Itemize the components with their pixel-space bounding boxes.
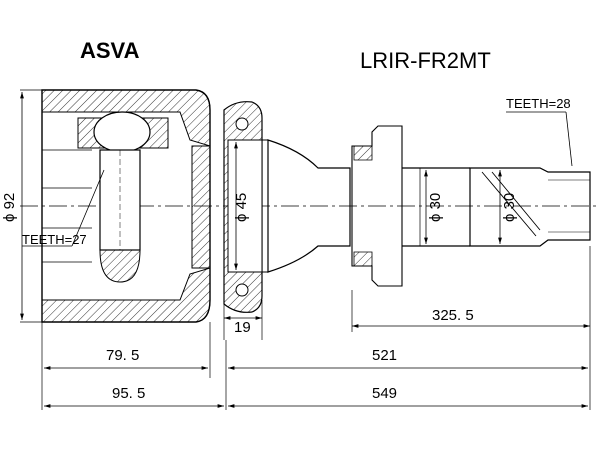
total-length-dimension: 549 bbox=[228, 385, 588, 408]
dia-mid-label: ϕ 30 bbox=[427, 193, 444, 222]
dia-housing-dimension: ϕ 92 bbox=[1, 89, 42, 323]
dia-housing-label: ϕ 92 bbox=[1, 193, 18, 222]
dia-end-label: ϕ 30 bbox=[501, 193, 518, 222]
main-shaft bbox=[267, 125, 471, 287]
teeth-spline-label: TEETH=28 bbox=[506, 96, 571, 111]
shaft-length-dimension: 521 bbox=[225, 332, 591, 410]
part-number: LRIR-FR2MT bbox=[360, 48, 491, 73]
housing-length-dimension: 79. 5 bbox=[41, 322, 211, 410]
brand-name: ASVA bbox=[80, 38, 140, 63]
housing-length-label: 79. 5 bbox=[106, 347, 139, 364]
spline-end bbox=[469, 167, 591, 247]
dia-shaft-dimension: ϕ 45 bbox=[233, 142, 250, 270]
dia-shaft-label: ϕ 45 bbox=[233, 193, 250, 222]
dia-mid-dimension: ϕ 30 bbox=[424, 170, 444, 244]
tripod-assembly bbox=[77, 111, 169, 283]
spline-length-dimension: 325. 5 bbox=[351, 246, 591, 332]
shaft-length-label: 521 bbox=[372, 347, 397, 364]
flange-width-dimension: 19 bbox=[223, 300, 263, 340]
housing-total-label: 95. 5 bbox=[112, 385, 145, 402]
total-length-label: 549 bbox=[372, 385, 397, 402]
teeth-outer-label: TEETH=27 bbox=[22, 232, 87, 247]
outer-housing bbox=[41, 89, 211, 323]
dia-end-dimension: ϕ 30 bbox=[498, 170, 518, 244]
housing-total-dimension: 95. 5 bbox=[44, 385, 224, 408]
teeth-outer-callout: TEETH=27 bbox=[22, 169, 105, 247]
flange-width-label: 19 bbox=[234, 319, 251, 336]
teeth-spline-callout: TEETH=28 bbox=[506, 96, 573, 167]
spline-length-label: 325. 5 bbox=[432, 307, 474, 324]
shaft-flange bbox=[223, 101, 268, 313]
